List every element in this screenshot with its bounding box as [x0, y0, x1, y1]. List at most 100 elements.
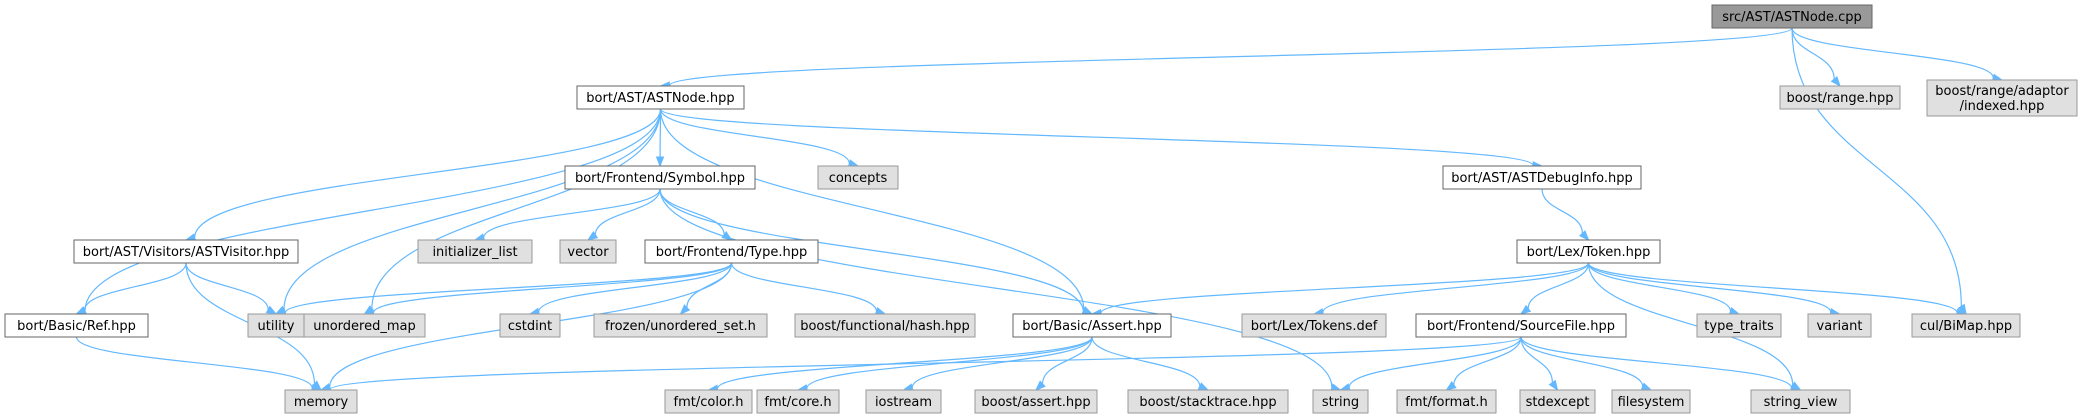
node-box — [303, 313, 426, 338]
node-box — [1312, 389, 1369, 414]
node-box — [4, 313, 149, 338]
edge-line — [1091, 336, 1201, 387]
node-label: fmt/format.h — [1405, 395, 1487, 410]
node-boost-stacktrace: boost/stacktrace.hpp — [1127, 389, 1289, 414]
node-box — [593, 313, 768, 338]
edge-line — [283, 108, 662, 310]
node-box — [1750, 389, 1851, 414]
edge-sourcefile_hpp-to-string_view — [1520, 336, 1802, 393]
edge-line — [1587, 262, 1794, 386]
edge-line — [1453, 336, 1522, 385]
node-fmt-format: fmt/format.h — [1396, 389, 1497, 414]
edge-ref_hpp-to-memory — [75, 336, 323, 393]
node-label: bort/Frontend/Symbol.hpp — [575, 171, 745, 186]
edge-line — [483, 188, 661, 238]
node-frozen: frozen/unordered_set.h — [593, 313, 768, 338]
node-label: bort/Basic/Assert.hpp — [1022, 319, 1162, 334]
node-token-hpp[interactable]: bort/Lex/Token.hpp — [1516, 239, 1661, 264]
edge-line — [1520, 336, 1793, 389]
node-label: utility — [258, 319, 295, 334]
node-string: string — [1312, 389, 1369, 414]
edge-arrowhead — [874, 306, 887, 316]
node-box — [1611, 389, 1691, 414]
edge-sourcefile_hpp-to-filesystem — [1520, 336, 1653, 391]
node-label: bort/Lex/Tokens.def — [1251, 319, 1378, 334]
node-boost-range: boost/range.hpp — [1779, 85, 1901, 110]
node-box — [865, 389, 942, 414]
edge-astvisitor-to-utility — [185, 262, 278, 315]
node-label: fmt/color.h — [674, 395, 744, 410]
node-label: unordered_map — [313, 319, 416, 334]
node-boost-hash: boost/functional/hash.hpp — [794, 313, 976, 338]
node-sourcefile-hpp[interactable]: bort/Frontend/SourceFile.hpp — [1415, 313, 1627, 338]
node-astnode-cpp[interactable]: src/AST/ASTNode.cpp — [1711, 4, 1873, 29]
edge-line — [1791, 27, 1962, 307]
node-variant: variant — [1807, 313, 1872, 338]
node-concepts: concepts — [817, 165, 899, 190]
node-label: cul/BiMap.hpp — [1920, 319, 2012, 334]
edge-symbol_hpp-to-type_hpp — [659, 188, 733, 241]
edge-astvisitor-to-ref_hpp — [75, 262, 187, 315]
node-label: iostream — [875, 395, 932, 410]
nodes-layer: src/AST/ASTNode.cpp bort/AST/ASTNode.hpp b… — [4, 4, 2078, 414]
node-boost-indexed: boost/range/adaptor/indexed.hpp — [1926, 79, 2078, 117]
node-bimap: cul/BiMap.hpp — [1911, 313, 2021, 338]
edge-symbol_hpp-to-vector — [586, 188, 661, 241]
node-label: string — [1322, 395, 1359, 410]
edge-astnode_hpp-to-utility — [274, 108, 662, 315]
edge-line — [659, 108, 850, 164]
node-box — [1241, 313, 1387, 338]
edge-line — [1520, 336, 1644, 387]
edge-astnode_hpp-to-ref_hpp — [75, 108, 662, 315]
node-fmt-core: fmt/core.h — [756, 389, 840, 414]
node-box — [1696, 313, 1782, 338]
node-box — [499, 313, 561, 338]
node-box — [974, 389, 1098, 414]
node-label: initializer_list — [432, 245, 517, 260]
edge-sourcefile_hpp-to-fmt_format — [1445, 336, 1522, 391]
edge-arrowhead — [265, 305, 278, 315]
edge-line — [1520, 336, 1553, 383]
node-type-traits: type_traits — [1696, 313, 1782, 338]
edge-arrowhead — [1519, 304, 1532, 315]
node-ref-hpp[interactable]: bort/Basic/Ref.hpp — [4, 313, 149, 338]
node-label: variant — [1817, 319, 1863, 334]
node-astnode-hpp[interactable]: bort/AST/ASTNode.hpp — [576, 85, 745, 110]
node-box — [1012, 313, 1172, 338]
node-box — [1442, 165, 1642, 190]
edge-astnode_cpp-to-boost_range — [1791, 27, 1841, 88]
edge-astnode_hpp-to-astvisitor — [184, 108, 662, 242]
node-label: frozen/unordered_set.h — [605, 319, 756, 334]
edge-line — [659, 188, 1084, 312]
node-assert-hpp[interactable]: bort/Basic/Assert.hpp — [1012, 313, 1172, 338]
node-type-hpp[interactable]: bort/Frontend/Type.hpp — [644, 239, 819, 264]
edge-arrowhead — [1034, 380, 1046, 391]
edge-symbol_hpp-to-initializer_list — [473, 188, 661, 242]
edge-type_hpp-to-frozen — [679, 262, 733, 315]
node-label: boost/stacktrace.hpp — [1139, 395, 1276, 410]
edge-line — [1348, 336, 1522, 388]
node-box — [73, 239, 299, 264]
edge-token_hpp-to-tokens_def — [1312, 262, 1590, 317]
node-astdebuginfo[interactable]: bort/AST/ASTDebugInfo.hpp — [1442, 165, 1642, 190]
edge-astdebuginfo-to-token_hpp — [1541, 188, 1590, 242]
node-label: bort/AST/Visitors/ASTVisitor.hpp — [83, 245, 289, 260]
edge-line — [1587, 262, 1732, 312]
node-label: boost/functional/hash.hpp — [800, 319, 970, 334]
node-label: bort/AST/ASTDebugInfo.hpp — [1451, 171, 1633, 186]
node-tokens-def: bort/Lex/Tokens.def — [1241, 313, 1387, 338]
edge-line — [84, 262, 187, 311]
edge-line — [1791, 27, 1835, 80]
node-astvisitor[interactable]: bort/AST/Visitors/ASTVisitor.hpp — [73, 239, 299, 264]
node-symbol-hpp[interactable]: bort/Frontend/Symbol.hpp — [564, 165, 756, 190]
node-cstdint: cstdint — [499, 313, 561, 338]
edge-line — [911, 336, 1093, 388]
node-label: bort/Frontend/Type.hpp — [656, 245, 808, 260]
edge-line — [686, 262, 733, 308]
edge-line — [1791, 27, 1994, 79]
edge-arrowhead — [1957, 303, 1967, 316]
edge-line — [329, 336, 1522, 391]
edge-line — [659, 188, 1333, 388]
edge-line — [659, 108, 1085, 311]
node-utility: utility — [247, 313, 305, 338]
